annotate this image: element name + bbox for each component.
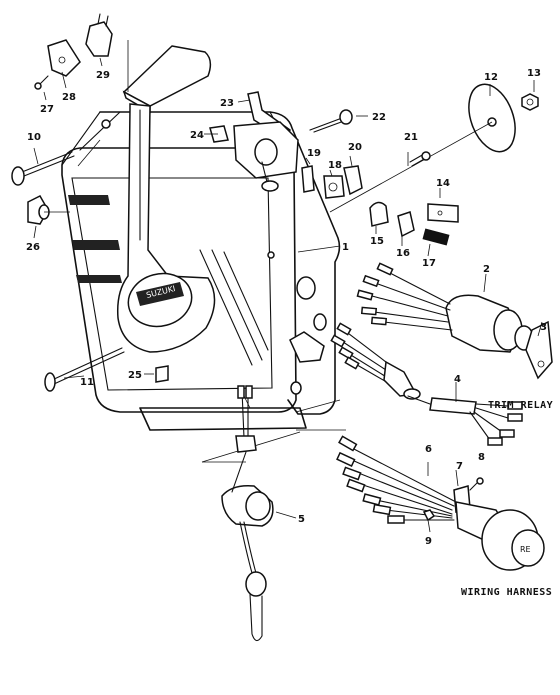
part-number-15: 15: [370, 236, 384, 247]
part-4-trim-relay-harness: [407, 395, 523, 446]
part-number-13: 13: [527, 68, 541, 79]
part-20-clip: [343, 165, 363, 196]
part-number-8: 8: [478, 452, 485, 463]
part-number-22: 22: [372, 112, 386, 123]
part-number-28: 28: [62, 92, 76, 103]
part-number-14: 14: [436, 178, 450, 189]
part-2-ignition-switch: [356, 262, 553, 380]
svg-text:RE: RE: [520, 545, 531, 554]
part-19-clip: [301, 165, 315, 193]
part-29-connector: [85, 13, 113, 57]
part-number-1: 1: [342, 242, 349, 253]
part-28-plate: [47, 39, 81, 77]
part-25-block: [155, 365, 169, 383]
part-number-11: 11: [80, 377, 94, 388]
part-6-harness: [336, 435, 457, 524]
part-number-18: 18: [328, 160, 342, 171]
part-number-12: 12: [484, 72, 498, 83]
part-18-stop: [323, 175, 345, 199]
part-13-nut: [521, 93, 539, 111]
part-5-stop-switch: [221, 385, 274, 642]
part-number-29: 29: [96, 70, 110, 81]
part-number-26: 26: [26, 242, 40, 253]
part-12-disc: [468, 83, 516, 153]
part-number-25: 25: [128, 370, 142, 381]
part-11-bolt: [44, 347, 125, 392]
part-27-screw: [34, 75, 49, 90]
part-9-nut: [422, 509, 436, 522]
part-number-27: 27: [40, 104, 54, 115]
part-number-9: 9: [425, 536, 432, 547]
part-number-21: 21: [404, 132, 418, 143]
part-number-6: 6: [425, 444, 432, 455]
leader-lines: [33, 57, 543, 533]
trim-relay-label: TRIM RELAY: [488, 400, 553, 411]
part-number-19: 19: [307, 148, 321, 159]
part-number-16: 16: [396, 248, 410, 259]
part-number-2: 2: [483, 264, 490, 275]
part-10-bolt: [11, 151, 75, 186]
middle-harness: [289, 322, 421, 400]
part-8-screw: [469, 477, 484, 491]
main-plug: RE: [455, 501, 545, 571]
control-housing: [61, 111, 341, 431]
part-22-screw: [309, 109, 353, 133]
part-number-10: 10: [27, 132, 41, 143]
part-16-knob: [397, 211, 415, 238]
part-15-cap: [369, 201, 389, 227]
part-number-3: 3: [540, 322, 547, 333]
part-17-spring: [422, 228, 450, 246]
part-number-23: 23: [220, 98, 234, 109]
wiring-harness-label: WIRING HARNESS: [461, 587, 552, 598]
part-21-pin: [409, 151, 431, 167]
part-number-20: 20: [348, 142, 362, 153]
part-23-bracket: [233, 91, 299, 192]
part-number-17: 17: [422, 258, 436, 269]
part-number-24: 24: [190, 130, 204, 141]
part-number-4: 4: [454, 374, 461, 385]
part-number-5: 5: [298, 514, 305, 525]
part-number-labels: 1 2 3 4 5 6 7 8 9 10 11 12 13 14 15 16 1…: [26, 68, 547, 547]
guide-lines: [44, 40, 346, 463]
part-14-plate: [427, 203, 459, 223]
part-number-7: 7: [456, 461, 463, 472]
control-lever: SUZUKI: [116, 45, 216, 353]
part-26-bushing: [27, 195, 50, 225]
part-24-block: [209, 125, 229, 143]
